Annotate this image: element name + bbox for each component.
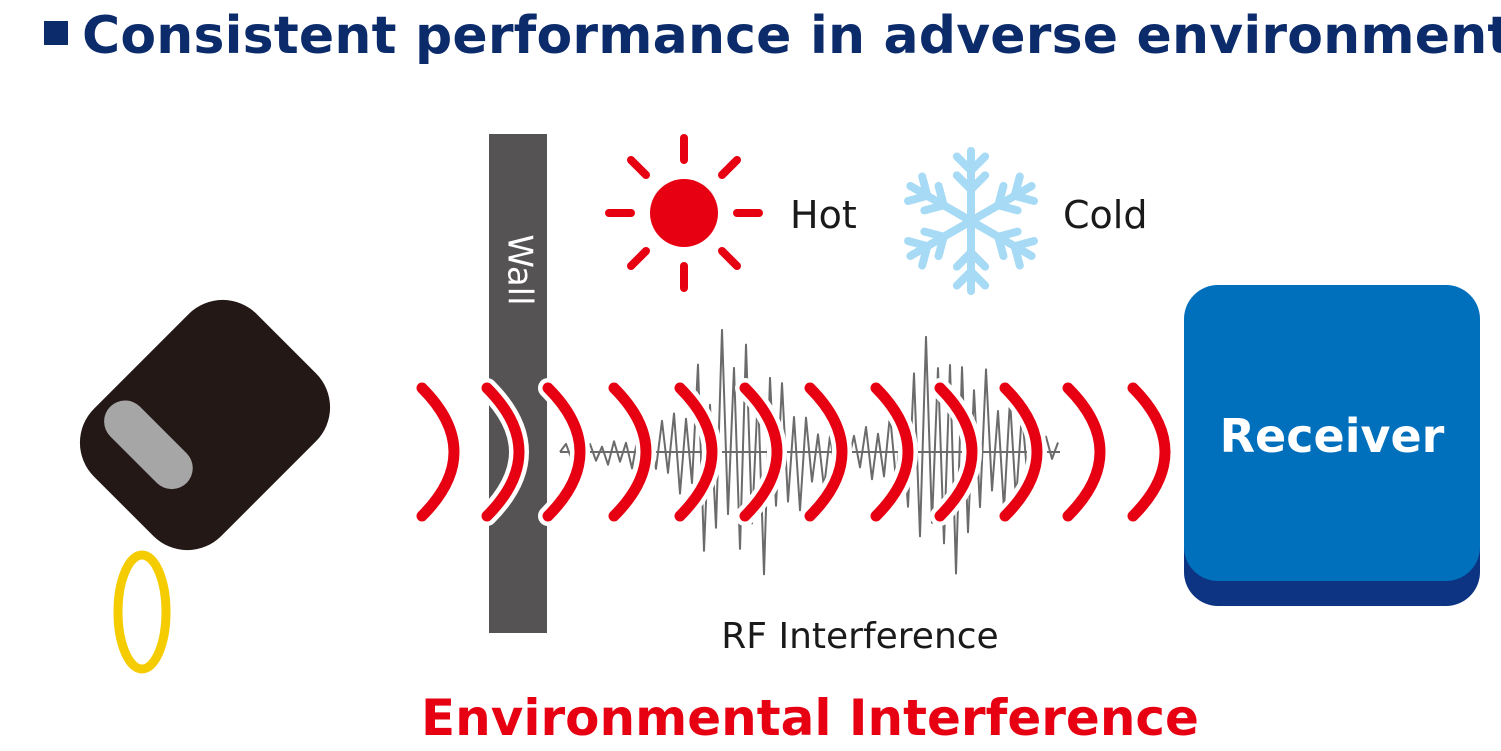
- radio-wave-arc: [416, 382, 460, 522]
- rf-interference-label: RF Interference: [721, 616, 998, 657]
- radio-wave-arc: [608, 382, 652, 522]
- rf-noise-icon: [559, 328, 1060, 576]
- receiver-face: [1184, 285, 1480, 581]
- sun-icon: [605, 134, 763, 292]
- key-ring: [113, 550, 171, 674]
- radio-wave-arc: [999, 382, 1043, 522]
- key-fob-icon: [79, 299, 331, 674]
- page-title: Consistent performance in adverse enviro…: [44, 6, 1501, 66]
- hot-label: Hot: [790, 193, 857, 237]
- radio-wave-arc: [870, 382, 914, 522]
- radio-wave-icon: [412, 378, 1175, 526]
- radio-wave-arc: [481, 382, 525, 522]
- environmental-interference-label: Environmental Interference: [421, 689, 1199, 747]
- radio-wave-arc: [1062, 382, 1106, 522]
- radio-wave-arc: [674, 382, 718, 522]
- radio-wave-arc: [804, 382, 848, 522]
- radio-wave-arc: [739, 382, 783, 522]
- radio-wave-arc: [934, 382, 978, 522]
- radio-wave-arc: [542, 382, 586, 522]
- radio-wave-arc: [1127, 382, 1171, 522]
- square-bullet-icon: [44, 21, 68, 45]
- wall-label: Wall: [500, 234, 540, 305]
- receiver: Receiver: [1184, 285, 1480, 606]
- receiver-label: Receiver: [1220, 409, 1445, 463]
- cold-label: Cold: [1063, 193, 1147, 237]
- wall: [489, 134, 547, 633]
- page-title-text: Consistent performance in adverse enviro…: [82, 6, 1501, 66]
- snowflake-icon: [904, 147, 1038, 295]
